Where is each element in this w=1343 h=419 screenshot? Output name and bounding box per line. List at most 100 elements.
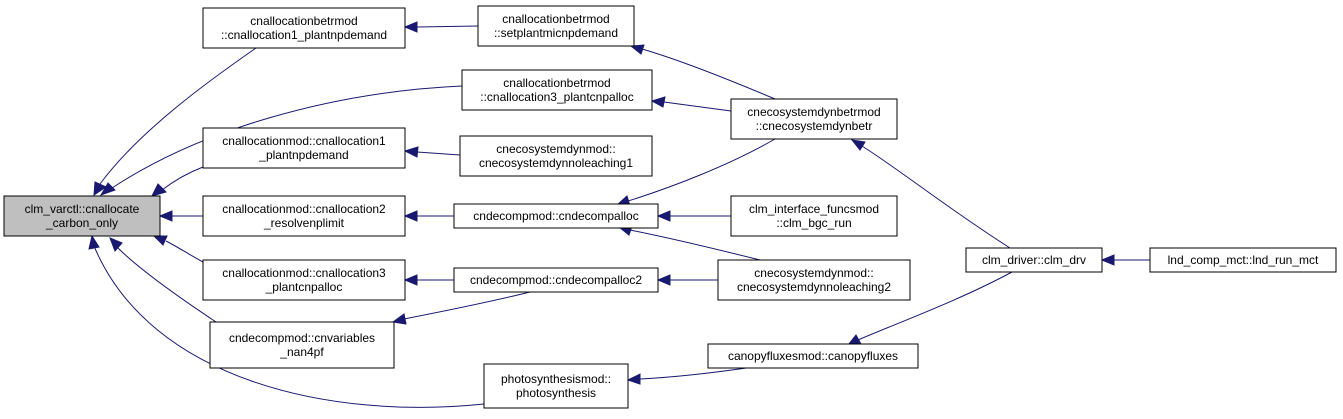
arrowhead-icon <box>1100 254 1115 266</box>
arrowhead-icon <box>629 44 645 55</box>
edge-n3-to-root <box>99 85 463 196</box>
graph-node[interactable]: photosynthesismod::photosynthesis <box>483 363 629 409</box>
node-label-line: cnecosystemdynbetrmod <box>747 105 880 119</box>
node-label-line: cnallocationmod::cnallocation2 <box>222 202 386 216</box>
edge-line <box>641 48 776 100</box>
arrowhead-icon <box>626 373 641 385</box>
edge-n2-to-n1 <box>403 21 479 33</box>
node-box <box>459 135 653 177</box>
graph-node[interactable]: cnallocationbetrmod::cnallocation3_plant… <box>461 69 653 111</box>
edge-line <box>663 101 732 112</box>
arrowhead-icon <box>403 210 418 222</box>
edge-line <box>861 145 1011 249</box>
node-label-line: cnecosystemdynmod:: <box>754 266 873 280</box>
edge-line <box>416 25 479 28</box>
edge-line <box>99 47 257 185</box>
edge-n7-to-root <box>158 210 203 222</box>
node-label-line: cnallocationmod::cnallocation3 <box>222 266 386 280</box>
root-node[interactable]: clm_varctl::cnallocate_carbon_only <box>3 195 161 237</box>
node-label-line: cndecompmod::cndecompalloc <box>473 209 638 223</box>
node-box <box>707 343 919 369</box>
arrowhead-icon <box>403 21 418 33</box>
node-label-line: cnallocationbetrmod <box>503 76 610 90</box>
edge-n17-to-root <box>88 234 485 408</box>
node-label-line: cnecosystemdynmod:: <box>496 142 615 156</box>
edge-line <box>857 271 1013 341</box>
graph-node[interactable]: clm_interface_funcsmod::clm_bgc_run <box>730 195 898 237</box>
node-label-line: cndecompmod::cnvariables <box>229 331 375 345</box>
node-box <box>477 5 635 47</box>
graph-node[interactable]: cndecompmod::cndecompalloc <box>453 203 659 229</box>
graph-node[interactable]: canopyfluxesmod::canopyfluxes <box>707 343 919 369</box>
edge-n16-to-n17 <box>626 365 761 385</box>
edge-n11-to-n15 <box>391 291 531 325</box>
node-box <box>202 259 406 301</box>
arrowhead-icon <box>850 139 866 151</box>
edge-n13-to-n4 <box>850 139 1011 249</box>
arrowhead-icon <box>99 182 116 196</box>
edge-line <box>165 240 204 263</box>
arrowhead-icon <box>151 183 167 197</box>
node-box <box>717 259 911 301</box>
node-label-line: cnecosystemdynnoleaching2 <box>737 280 891 294</box>
graph-node[interactable]: cnallocationmod::cnallocation2_resolvenp… <box>202 195 406 237</box>
node-label-line: _nan4pf <box>279 345 324 359</box>
edge-n12-to-n11 <box>656 274 718 286</box>
node-box <box>461 69 653 111</box>
edge-n10-to-root <box>152 235 204 263</box>
arrowhead-icon <box>93 181 108 196</box>
arrowhead-icon <box>152 235 168 246</box>
node-label-line: cnallocationbetrmod <box>502 12 609 26</box>
arrowhead-icon <box>391 313 407 325</box>
node-label-line: photosynthesis <box>516 386 596 400</box>
node-label-line: clm_interface_funcsmod <box>749 202 879 216</box>
node-label-line: clm_varctl::cnallocate <box>25 202 140 216</box>
node-box <box>3 195 161 237</box>
node-label-line: clm_driver::clm_drv <box>982 253 1086 267</box>
node-label-line: _plantnpdemand <box>258 148 348 162</box>
arrowhead-icon <box>403 274 418 286</box>
graph-node[interactable]: clm_driver::clm_drv <box>965 247 1103 273</box>
edge-line <box>403 291 531 320</box>
edge-n14-to-n13 <box>1100 254 1150 266</box>
node-label-line: ::cnallocation3_plantcnpalloc <box>480 90 633 104</box>
edge-n6-to-n5 <box>403 146 461 158</box>
edge-n9-to-n8 <box>656 210 731 222</box>
edge-line <box>117 247 217 323</box>
graph-node[interactable]: lnd_comp_mct::lnd_run_mct <box>1149 247 1337 273</box>
node-box <box>453 267 659 293</box>
graph-node[interactable]: cndecompmod::cndecompalloc2 <box>453 267 659 293</box>
node-box <box>730 98 898 140</box>
node-label-line: cnallocationbetrmod <box>250 14 357 28</box>
node-label-line: ::cnecosystemdynbetr <box>756 119 873 133</box>
graph-node[interactable]: cnallocationbetrmod::setplantmicnpdemand <box>477 5 635 47</box>
edge-line <box>627 138 776 202</box>
edge-n11-to-n10 <box>403 274 454 286</box>
node-box <box>483 363 629 409</box>
graph-node[interactable]: cnecosystemdynmod::cnecosystemdynnoleach… <box>717 259 911 301</box>
node-label-line: cndecompmod::cndecompalloc2 <box>470 273 642 287</box>
arrowhead-icon <box>403 146 419 158</box>
edge-n15-to-root <box>109 237 217 323</box>
node-label-line: ::setplantmicnpdemand <box>494 26 618 40</box>
edge-n4-to-n3 <box>650 96 732 112</box>
edge-n4-to-n2 <box>629 44 776 100</box>
edge-line <box>111 85 463 189</box>
node-box <box>202 127 406 169</box>
node-label-line: lnd_comp_mct::lnd_run_mct <box>1168 253 1319 267</box>
node-box <box>965 247 1103 273</box>
node-box <box>209 321 395 369</box>
graph-node[interactable]: cnecosystemdynmod::cnecosystemdynnoleach… <box>459 135 653 177</box>
graph-node[interactable]: cnallocationmod::cnallocation3_plantcnpa… <box>202 259 406 301</box>
edge-line <box>161 166 204 191</box>
graph-node[interactable]: cnallocationbetrmod::cnallocation1_plant… <box>202 7 406 49</box>
edge-line <box>93 245 485 408</box>
node-label-line: ::clm_bgc_run <box>776 216 851 230</box>
graph-node[interactable]: cndecompmod::cnvariables_nan4pf <box>209 321 395 369</box>
graph-node[interactable]: cnecosystemdynbetrmod::cnecosystemdynbet… <box>730 98 898 140</box>
edge-line <box>416 151 461 156</box>
edge-line <box>629 229 761 261</box>
node-label-line: cnallocationmod::cnallocation1 <box>222 134 386 148</box>
node-label-line: _resolvenplimit <box>263 216 345 230</box>
graph-node[interactable]: cnallocationmod::cnallocation1_plantnpde… <box>202 127 406 169</box>
